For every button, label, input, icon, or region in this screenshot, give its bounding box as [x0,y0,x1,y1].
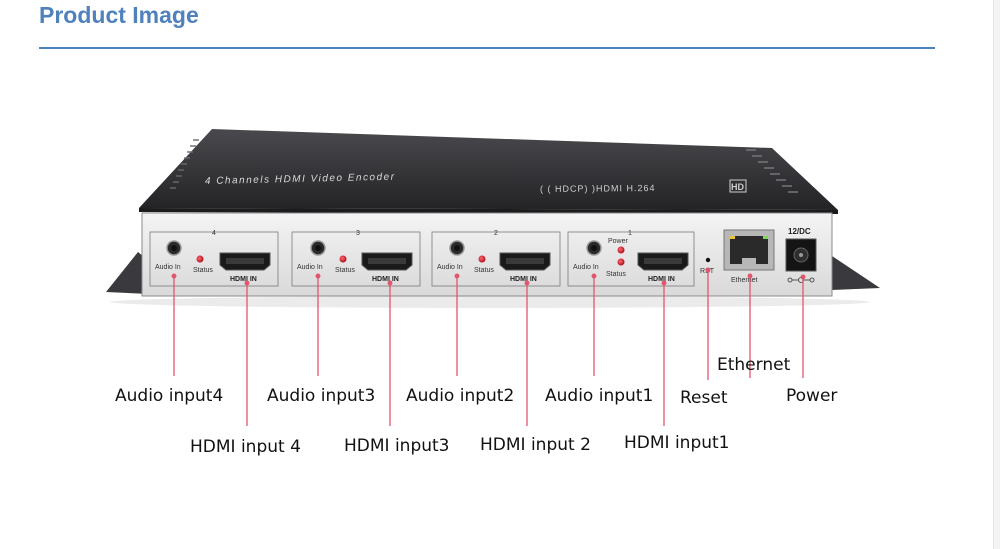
status-led [478,255,486,263]
hdmi-port-inner [226,258,264,264]
channel-number: 2 [494,230,498,237]
ethernet-port-clip [742,258,756,264]
ethernet-port-label: Ethernet [731,277,758,284]
scrollbar-track[interactable] [993,0,1000,549]
channel-2: 2 Audio In Status HDMI IN [431,230,561,287]
ethernet-led-right [763,236,768,239]
callout-lines [171,267,806,426]
audio-in-label: Audio In [573,264,599,271]
audio-jack-hole [315,245,321,251]
title-divider [39,47,935,49]
hdmi-in-label: HDMI IN [230,276,257,283]
vent-right [746,149,798,193]
channel-number: 1 [628,230,632,237]
label-reset: Reset [680,388,728,408]
label-audio-input1: Audio input1 [545,386,653,406]
page-title: Product Image [39,2,199,28]
device-top-cover [139,129,838,210]
status-led [339,255,347,263]
left-flange [106,252,150,294]
channel-group-box [431,231,561,287]
label-hdmi-input4: HDMI input 4 [190,437,301,457]
channel-group-box [567,231,695,287]
label-audio-input3: Audio input3 [267,386,375,406]
status-label: Status [474,267,494,274]
device-top-label: 4 Channels HDMI Video Encoder [205,172,396,187]
status-label: Status [193,267,213,274]
status-led [196,255,204,263]
hd-logo-text: HD [731,182,744,192]
channel-4: 4 Audio In Status HDMI IN [149,230,279,287]
device-shadow [110,296,870,308]
hd-logo [729,179,747,193]
channel-1: 1 Power Audio In Status HDMI IN [567,230,695,287]
channel-3: 3 Audio In Status HDMI IN [291,230,421,287]
hdmi-in-label: HDMI IN [510,276,537,283]
status-led [617,258,625,266]
right-flange [832,256,880,290]
label-hdmi-input1: HDMI input1 [624,433,730,453]
dc-label: 12/DC [788,227,811,236]
audio-in-label: Audio In [297,264,323,271]
label-power: Power [786,386,837,406]
reset-button[interactable] [705,257,711,263]
hdmi-port-inner [506,258,544,264]
power-led [617,246,625,254]
channel-group-box [291,231,421,287]
audio-in-label: Audio In [155,264,181,271]
channel-group-box [149,231,279,287]
channel-number: 4 [212,230,216,237]
dc-power-jack-pin [799,253,803,257]
label-hdmi-input2: HDMI input 2 [480,435,591,455]
hdmi-in-label: HDMI IN [648,276,675,283]
audio-in-label: Audio In [437,264,463,271]
channel-number: 3 [356,230,360,237]
ethernet-led-left [730,236,735,239]
audio-jack-hole [171,245,177,251]
hdmi-in-label: HDMI IN [372,276,399,283]
vent-left [170,139,199,189]
label-ethernet: Ethernet [717,355,791,375]
label-audio-input2: Audio input2 [406,386,514,406]
status-label: Status [335,267,355,274]
audio-jack-hole [454,245,460,251]
power-led-label: Power [608,238,629,245]
hdmi-port-inner [368,258,406,264]
device-top-sublabel: ( ( HDCP) )HDMI H.264 [540,183,656,194]
label-hdmi-input3: HDMI input3 [344,436,450,456]
audio-jack-hole [591,245,597,251]
hdmi-port-inner [644,258,682,264]
label-audio-input4: Audio input4 [115,386,223,406]
status-label: Status [606,271,626,278]
